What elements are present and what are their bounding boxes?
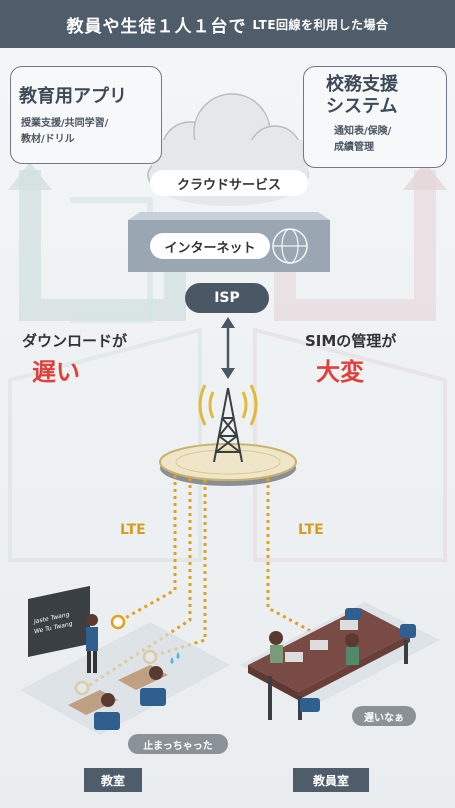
school-affairs-line2: 成績管理 bbox=[334, 142, 374, 153]
left-upload-arrow bbox=[19, 170, 186, 321]
school-affairs-title2: システム bbox=[326, 96, 398, 117]
page-title: 教員や生徒１人１台で bbox=[66, 16, 247, 37]
cloud-service-label: クラウドサービス bbox=[150, 170, 308, 196]
download-slow: 遅い bbox=[32, 358, 80, 386]
stopped-bubble: 止まっちゃった bbox=[128, 734, 228, 754]
classroom-label: 教室 bbox=[84, 768, 142, 792]
isp-antenna-arrow bbox=[221, 317, 235, 379]
right-down-arrow bbox=[253, 327, 447, 562]
slow-bubble: 遅いなぁ bbox=[352, 706, 416, 726]
classroom-illustration bbox=[20, 585, 230, 735]
lte-label-right: LTE bbox=[298, 522, 324, 538]
base-station-platform bbox=[159, 443, 297, 486]
school-affairs-box: 校務支援 システム 通知表/保険/ 成績管理 bbox=[303, 66, 447, 168]
signal-waves-icon bbox=[198, 384, 258, 426]
sim-note: SIMの管理が bbox=[305, 332, 397, 350]
education-app-box: 教育用アプリ 授業支援/共同学習/ 教材/ドリル bbox=[10, 66, 162, 164]
right-upload-arrow bbox=[274, 170, 436, 321]
antenna-tower-icon bbox=[213, 387, 243, 463]
isp-badge: ISP bbox=[185, 283, 269, 313]
internet-label: インターネット bbox=[150, 233, 270, 259]
left-down-arrow bbox=[8, 327, 202, 562]
education-app-line1: 授業支援/共同学習/ bbox=[21, 118, 109, 129]
education-app-title: 教育用アプリ bbox=[19, 86, 127, 107]
education-app-line2: 教材/ドリル bbox=[21, 134, 75, 145]
right-arrow-head bbox=[403, 162, 447, 190]
header-bar: 教員や生徒１人１台で LTE回線を利用した場合 bbox=[0, 0, 455, 48]
page-subtitle: LTE回線を利用した場合 bbox=[252, 17, 389, 32]
staffroom-illustration bbox=[240, 602, 440, 720]
sim-hard: 大変 bbox=[316, 358, 364, 386]
left-arrow-head bbox=[8, 162, 52, 190]
download-note: ダウンロードが bbox=[22, 332, 128, 350]
school-affairs-line1: 通知表/保険/ bbox=[334, 126, 392, 137]
globe-icon bbox=[272, 228, 308, 264]
staffroom-label: 教員室 bbox=[293, 768, 369, 792]
lte-label-left: LTE bbox=[120, 522, 146, 538]
school-affairs-title1: 校務支援 bbox=[326, 74, 398, 95]
